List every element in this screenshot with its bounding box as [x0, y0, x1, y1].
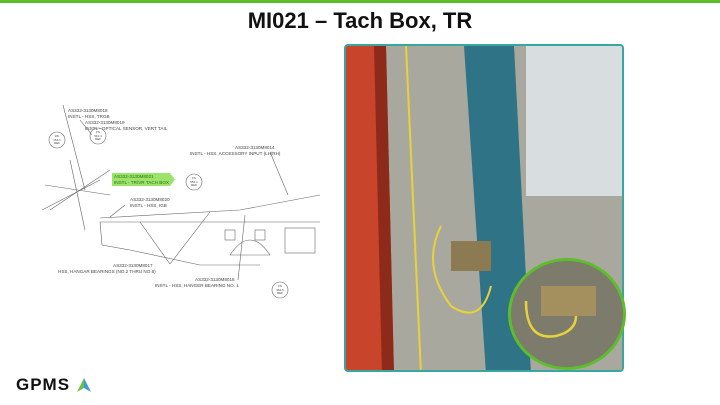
- part-number: AS332-3130M8020: [130, 197, 170, 202]
- logo-text: GPMS: [16, 375, 71, 394]
- part-desc: INSTL - HSS, TRGB: [68, 113, 110, 119]
- part-number: AS332-3130M8019: [85, 120, 125, 125]
- part-desc: INSTL - TR/VR TACH BOX: [114, 179, 169, 185]
- closeup-illustration: [511, 261, 623, 367]
- slide-title: MI021 – Tach Box, TR: [247, 8, 473, 33]
- tach-box-closeup-inset: [508, 258, 626, 370]
- part-number: AS332-3130M8014: [235, 145, 275, 150]
- part-number: AS332-3130M8017: [113, 263, 153, 268]
- part-number: AS332-3130M8021: [114, 174, 154, 179]
- part-desc: INSTL - HSS, ACCESSORY INPUT (LH/RH): [190, 150, 281, 156]
- ref-c: REF: [54, 141, 60, 145]
- part-number: AS332-3130M8018: [68, 108, 108, 113]
- diagram-drawing: [41, 104, 321, 299]
- part-desc: INSTL - HSS, IGB: [130, 202, 167, 208]
- part-desc: INSTL - HSS, HANGER BEARING NO. 1: [155, 282, 239, 288]
- ref-c: REF: [277, 291, 283, 295]
- part-desc: INSTL - OPTICAL SENSOR, VERT TAIL: [85, 125, 168, 131]
- part-number: AS332-3130M8016: [195, 277, 235, 282]
- ref-b: 362.5: [276, 287, 284, 292]
- ref-a: FS: [278, 284, 282, 288]
- ref-c: REF: [95, 137, 101, 141]
- ref-b: 554.1: [190, 179, 198, 184]
- part-desc: HSS, HANGAR BEARINGS (NO.2 THRU NO.6): [58, 268, 156, 274]
- logo-triangle-icon: [77, 378, 92, 392]
- ref-a: FS: [96, 130, 100, 134]
- gpms-logo: GPMS: [16, 375, 92, 395]
- ref-a: WL: [54, 134, 60, 138]
- ref-b: 510.4: [94, 133, 102, 138]
- ref-c: REF: [191, 183, 197, 187]
- ref-b: 154.1: [53, 137, 61, 142]
- ref-a: FS: [192, 176, 196, 180]
- accent-bar: [0, 0, 720, 3]
